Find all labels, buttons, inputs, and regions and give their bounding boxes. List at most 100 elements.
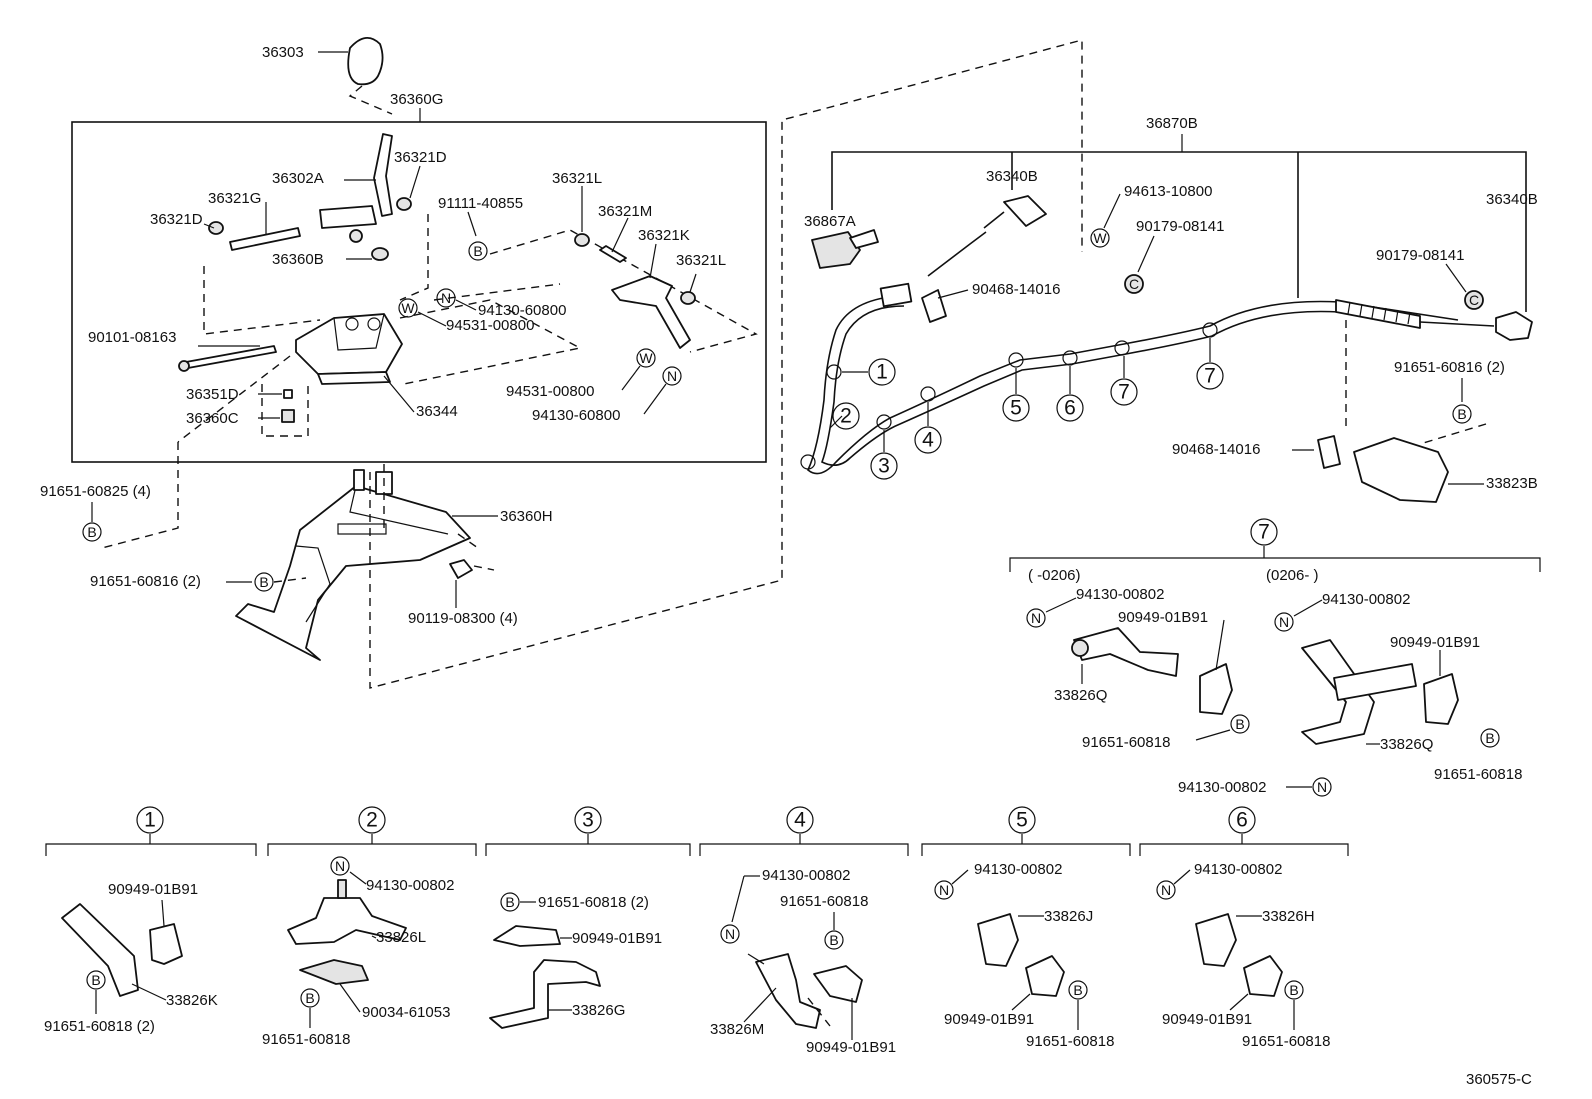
callout-1: 1 — [876, 361, 888, 384]
svg-text:C: C — [1469, 292, 1479, 308]
group-7-number: 7 — [1258, 521, 1270, 544]
label-36321D-top: 36321D — [394, 149, 447, 166]
label-91111-40855: 91111-40855 — [438, 195, 523, 212]
base-bracket-36360H: 36360H — [235, 464, 553, 661]
label-36870B: 36870B — [1146, 115, 1198, 132]
label-36867A: 36867A — [804, 213, 856, 230]
label-91651-60825: 91651-60825 (4) — [40, 483, 151, 500]
label-36321D-left: 36321D — [150, 211, 203, 228]
label-g1-33826K: 33826K — [166, 992, 218, 1009]
label-g1-90949: 90949-01B91 — [108, 881, 198, 898]
detail-group-7: 7 ( -0206) (0206- ) N 94130-00802 33826Q… — [1009, 518, 1541, 797]
label-g3-33826G: 33826G — [572, 1002, 625, 1019]
svg-text:B: B — [259, 574, 268, 590]
svg-text:4: 4 — [794, 809, 806, 832]
label-g4-91651: 91651-60818 — [780, 893, 868, 910]
label-94130-60800-b: 94130-60800 — [532, 407, 620, 424]
label-g3-90949: 90949-01B91 — [572, 930, 662, 947]
svg-text:B: B — [1457, 406, 1466, 422]
svg-text:C: C — [1129, 276, 1139, 292]
label-91651-60816-right: 91651-60816 (2) — [1394, 359, 1505, 376]
label-36340B-left: 36340B — [986, 168, 1038, 185]
svg-text:N: N — [1031, 610, 1041, 626]
date-range-before: ( -0206) — [1028, 567, 1081, 584]
svg-text:3: 3 — [582, 809, 594, 832]
svg-text:B: B — [1485, 730, 1494, 746]
lever-pivot — [319, 205, 377, 229]
svg-text:B: B — [1289, 982, 1298, 998]
label-g2-91651: 91651-60818 — [262, 1031, 350, 1048]
subassembly-box — [71, 121, 767, 463]
svg-text:N: N — [1161, 882, 1171, 898]
svg-text:W: W — [639, 350, 653, 366]
label-g6-91651: 91651-60818 — [1242, 1033, 1330, 1050]
svg-text:B: B — [91, 972, 100, 988]
date-range-after: (0206- ) — [1266, 567, 1319, 584]
svg-text:N: N — [335, 858, 345, 874]
svg-text:N: N — [939, 882, 949, 898]
label-g7-90949-a: 90949-01B91 — [1118, 609, 1208, 626]
lever-housing — [295, 313, 403, 375]
label-36340B-right: 36340B — [1486, 191, 1538, 208]
label-g7-90949-b: 90949-01B91 — [1390, 634, 1480, 651]
label-g2-33826L: 33826L — [376, 929, 426, 946]
label-90101-08163: 90101-08163 — [88, 329, 176, 346]
label-g4-90949: 90949-01B91 — [806, 1039, 896, 1056]
label-g5-94130: 94130-00802 — [974, 861, 1062, 878]
label-g4-94130: 94130-00802 — [762, 867, 850, 884]
label-g2-94130: 94130-00802 — [366, 877, 454, 894]
label-g6-33826H: 33826H — [1262, 908, 1315, 925]
label-36360B: 36360B — [272, 251, 324, 268]
label-36321L-right: 36321L — [676, 252, 726, 269]
svg-text:B: B — [505, 894, 514, 910]
label-g7-91651-a: 91651-60818 — [1082, 734, 1170, 751]
label-90119-08300: 90119-08300 (4) — [408, 610, 518, 627]
label-g5-91651: 91651-60818 — [1026, 1033, 1114, 1050]
svg-text:N: N — [1317, 779, 1327, 795]
label-36351D: 36351D — [186, 386, 239, 403]
svg-text:W: W — [1093, 230, 1107, 246]
shift-cable-assembly: 36870B 36867A 36340B 94613-10800 W 90179… — [800, 115, 1538, 503]
detail-group-4: 4 94130-00802 N 91651-60818 B 33826M 909… — [699, 806, 909, 1056]
callout-7: 7 — [1204, 365, 1216, 388]
label-g7-94130-b: 94130-00802 — [1322, 591, 1410, 608]
svg-text:B: B — [1073, 982, 1082, 998]
label-36321G: 36321G — [208, 190, 261, 207]
svg-text:2: 2 — [366, 809, 378, 832]
label-90179-08141-right: 90179-08141 — [1376, 247, 1464, 264]
label-91651-60816-left: 91651-60816 (2) — [90, 573, 201, 590]
label-g2-90034: 90034-61053 — [362, 1004, 450, 1021]
svg-text:N: N — [441, 290, 451, 306]
label-94130-60800-a: 94130-60800 — [478, 302, 566, 319]
label-36303: 36303 — [262, 44, 304, 61]
label-g1-91651: 91651-60818 (2) — [44, 1018, 155, 1035]
detail-group-5: 5 N 94130-00802 33826J 90949-01B91 B 916… — [921, 806, 1131, 1050]
label-94531-00800-a: 94531-00800 — [446, 317, 534, 334]
svg-text:N: N — [725, 926, 735, 942]
label-g5-90949: 90949-01B91 — [944, 1011, 1034, 1028]
knob-leader — [348, 85, 393, 115]
detail-group-2: 2 N 94130-00802 33826L 90034-61053 B 916… — [262, 806, 477, 1048]
bolt-90101 — [185, 345, 277, 369]
label-36360C: 36360C — [186, 410, 239, 427]
label-36321K: 36321K — [638, 227, 690, 244]
label-g7-33826Q-b: 33826Q — [1380, 736, 1433, 753]
label-36344: 36344 — [416, 403, 458, 420]
callout-6: 6 — [1064, 397, 1076, 420]
svg-text:B: B — [829, 932, 838, 948]
ball-socket-right — [1495, 311, 1533, 341]
svg-text:1: 1 — [144, 809, 156, 832]
label-g6-94130: 94130-00802 — [1194, 861, 1282, 878]
label-36360G: 36360G — [390, 91, 443, 108]
label-g7-94130-a: 94130-00802 — [1076, 586, 1164, 603]
callout-3: 3 — [878, 455, 890, 478]
svg-text:W: W — [401, 300, 415, 316]
detail-group-6: 6 N 94130-00802 33826H 90949-01B91 B 916… — [1139, 806, 1349, 1050]
svg-text:B: B — [473, 243, 482, 259]
label-g3-91651: 91651-60818 (2) — [538, 894, 649, 911]
label-g4-33826M: 33826M — [710, 1021, 764, 1038]
select-lever — [611, 275, 691, 349]
label-g7-91651-b: 91651-60818 — [1434, 766, 1522, 783]
